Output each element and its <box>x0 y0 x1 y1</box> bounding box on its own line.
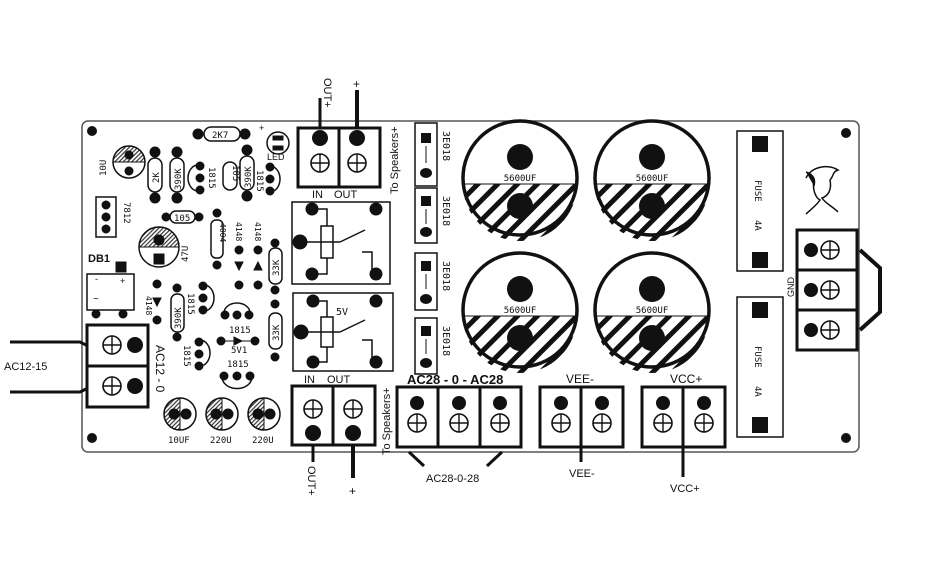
svg-text:10U: 10U <box>99 160 109 176</box>
svg-text:33K: 33K <box>272 324 282 341</box>
vcc-connector: VCC+ VCC+ <box>640 372 727 495</box>
plus-label: + <box>353 77 360 91</box>
gnd-label: GND <box>786 277 796 298</box>
gnd-connector: GND <box>786 228 882 352</box>
svg-text:4148: 4148 <box>253 222 262 241</box>
svg-text:33K: 33K <box>272 259 282 276</box>
relay-1 <box>291 201 391 285</box>
svg-text:4148: 4148 <box>234 222 243 241</box>
transistor-column: 3E018 3E018 3E018 3E018 <box>414 122 451 375</box>
svg-text:5600UF: 5600UF <box>636 306 669 316</box>
ac12-wire-label: AC12-15 <box>4 361 47 373</box>
svg-text:4148: 4148 <box>144 296 153 315</box>
svg-text:5600UF: 5600UF <box>636 174 669 184</box>
svg-text:390K: 390K <box>244 166 254 188</box>
transistor-3e018: 3E018 <box>414 187 451 244</box>
svg-text:105: 105 <box>174 214 190 224</box>
svg-text:390K: 390K <box>174 168 184 190</box>
svg-text:FUSE: FUSE <box>752 346 762 368</box>
svg-text:+: + <box>120 276 125 286</box>
svg-text:1815: 1815 <box>227 360 249 370</box>
svg-text:220U: 220U <box>252 436 274 446</box>
svg-text:5V1: 5V1 <box>231 346 247 356</box>
svg-text:LED: LED <box>267 152 285 162</box>
to-speakers-label: To Speakers+ <box>381 387 393 455</box>
svg-text:7812: 7812 <box>121 202 131 224</box>
transistor-3e018: 3E018 <box>414 252 451 311</box>
svg-text:+: + <box>259 123 264 133</box>
component-labels: 2K7 + LED 10U 2K 390K 1815 105 390K 1815… <box>88 123 285 446</box>
top-speaker-connector: OUT+ + IN OUT To Speakers+ <box>296 77 401 201</box>
svg-text:1815: 1815 <box>181 345 191 367</box>
out-text: OUT <box>334 189 358 201</box>
svg-text:10UF: 10UF <box>168 436 190 446</box>
in-label: IN <box>312 189 323 201</box>
fuse-1: FUSE 4A <box>736 130 784 272</box>
to-speakers-label: To Speakers+ <box>389 126 401 194</box>
svg-text:5600UF: 5600UF <box>504 306 537 316</box>
plus-label: + <box>349 484 356 498</box>
fuse-2: FUSE 4A <box>736 296 784 438</box>
svg-text:47U: 47U <box>181 246 191 262</box>
ac12-label: AC12 - 0 <box>153 345 167 393</box>
out-text: OUT <box>327 374 351 386</box>
svg-text:4A: 4A <box>752 386 762 397</box>
svg-text:220U: 220U <box>210 436 232 446</box>
svg-text:3E018: 3E018 <box>440 326 451 356</box>
svg-text:3E018: 3E018 <box>440 261 451 291</box>
author-portrait-logo <box>805 165 840 215</box>
svg-text:DB1: DB1 <box>88 253 110 265</box>
capacitor-5600uf: 5600UF <box>593 119 711 241</box>
svg-text:390K: 390K <box>174 307 184 329</box>
relay-2 <box>292 292 394 372</box>
vcc-wire-label: VCC+ <box>670 483 700 495</box>
out-plus-label: OUT+ <box>321 78 333 108</box>
svg-text:1815: 1815 <box>206 167 216 189</box>
svg-text:3E018: 3E018 <box>440 196 451 226</box>
bottom-speaker-connector: OUT+ + IN OUT To Speakers+ <box>290 374 393 498</box>
svg-text:5600UF: 5600UF <box>504 174 537 184</box>
in-label: IN <box>304 374 315 386</box>
ac28-label: AC28 - 0 - AC28 <box>407 372 503 387</box>
svg-text:4004: 4004 <box>218 223 227 242</box>
out-plus-label: OUT+ <box>305 466 317 496</box>
svg-text:2K: 2K <box>152 172 162 183</box>
svg-text:-: - <box>95 274 98 284</box>
vee-wire-label: VEE- <box>569 468 595 480</box>
svg-text:2K7: 2K7 <box>212 131 228 141</box>
vee-connector: VEE- VEE- <box>538 372 625 480</box>
capacitor-5600uf: 5600UF <box>461 119 579 241</box>
capacitor-5600uf: 5600UF <box>593 251 711 373</box>
svg-text:1815: 1815 <box>229 326 251 336</box>
small-components <box>86 126 290 431</box>
relay-voltage-label: 5V <box>336 307 348 318</box>
svg-text:4A: 4A <box>752 220 762 231</box>
vcc-label: VCC+ <box>670 372 702 386</box>
svg-text:1815: 1815 <box>185 293 195 315</box>
ac12-connector: AC12 - 0 AC12-15 <box>4 323 167 409</box>
vee-label: VEE- <box>566 372 594 386</box>
mounting-holes <box>87 126 851 443</box>
svg-text:3E018: 3E018 <box>440 131 451 161</box>
svg-text:1815: 1815 <box>254 170 264 192</box>
transistor-3e018: 3E018 <box>414 122 451 187</box>
transistor-3e018: 3E018 <box>414 317 451 375</box>
svg-text:105: 105 <box>230 165 240 181</box>
ac28-wire-label: AC28-0-28 <box>426 473 479 485</box>
ac28-connector: AC28 - 0 - AC28 AC28-0-28 <box>395 372 523 485</box>
svg-text:FUSE: FUSE <box>752 180 762 202</box>
filter-capacitors: 5600UF 5600UF 5600UF 5600UF <box>461 119 711 373</box>
capacitor-5600uf: 5600UF <box>461 251 579 373</box>
svg-text:~: ~ <box>93 294 99 305</box>
